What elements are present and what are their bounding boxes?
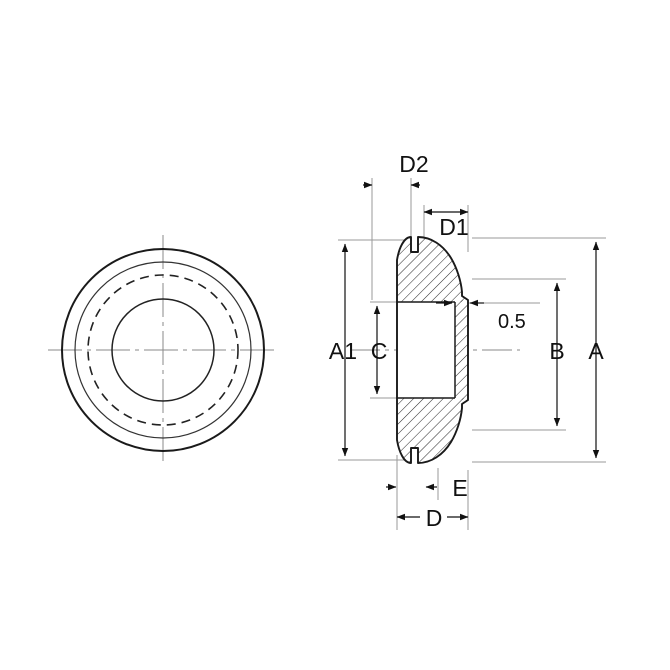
section-body — [396, 236, 469, 464]
hidden-circle — [87, 274, 239, 426]
front-view-centerlines — [48, 235, 278, 465]
dim-label-e: E — [452, 475, 467, 501]
dimension-e: E — [386, 475, 468, 501]
cross-section-view: D2 D1 A1 C B — [329, 151, 606, 531]
lip-step-bottom — [461, 399, 469, 405]
circular-front-view — [48, 235, 278, 465]
lip-step-top — [461, 295, 469, 301]
dim-label-a: A — [588, 338, 604, 364]
dimension-a: A — [588, 241, 604, 459]
dimension-c: C — [371, 305, 388, 395]
inner-bore-circle — [111, 298, 215, 402]
dimension-wall-thickness: 0.5 — [436, 299, 526, 333]
body-outline-stroke — [396, 236, 469, 464]
dim-label-wall-thickness: 0.5 — [498, 311, 526, 333]
lip-step-lines — [461, 295, 469, 405]
dim-label-b: B — [549, 338, 564, 364]
dim-label-a1: A1 — [329, 338, 357, 364]
dim-label-d2: D2 — [399, 151, 428, 177]
dim-label-c: C — [371, 338, 388, 364]
dimension-a1: A1 — [329, 243, 357, 457]
middle-circle — [74, 261, 252, 439]
dim-label-d1: D1 — [439, 214, 468, 240]
dimension-b: B — [549, 282, 565, 427]
dimension-d2: D2 — [363, 151, 429, 189]
dimension-d: D — [396, 505, 469, 531]
outer-circle — [61, 248, 265, 452]
dimension-d1: D1 — [423, 208, 469, 240]
dim-label-d: D — [426, 505, 443, 531]
hatch-right-wall — [455, 300, 468, 400]
